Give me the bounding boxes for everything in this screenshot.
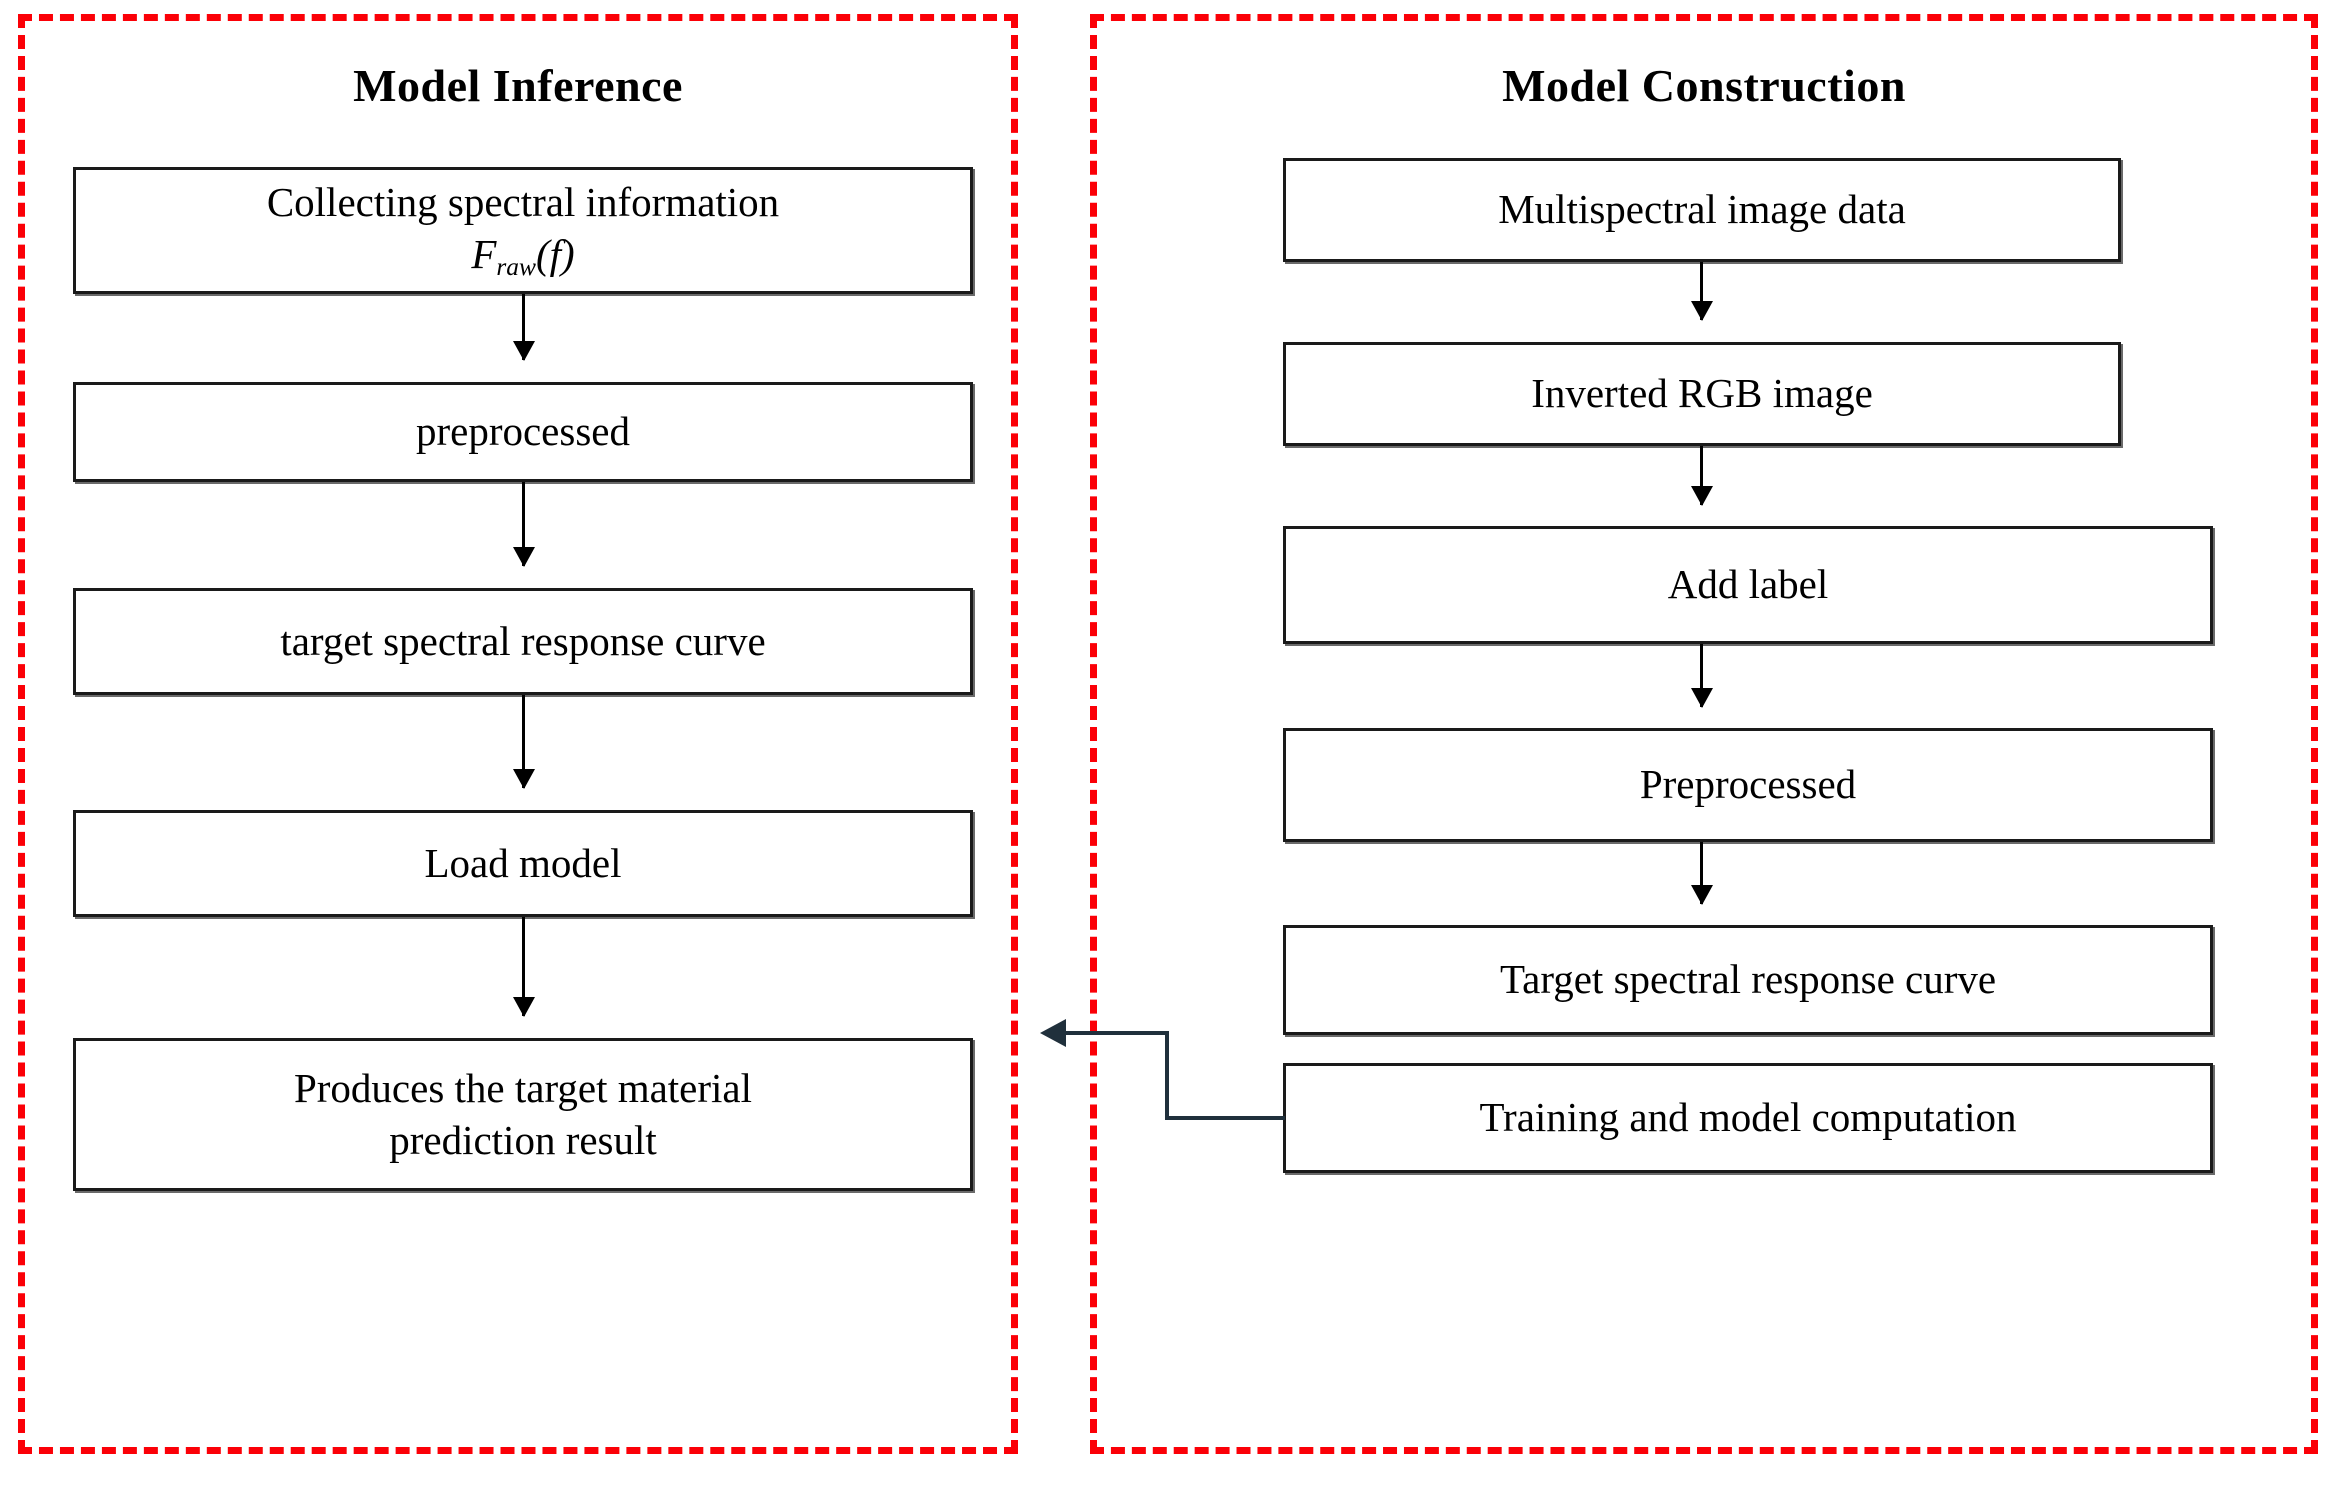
- node-target-spectral-response-curve[interactable]: target spectral response curve: [73, 588, 973, 695]
- node-training-and-model-computation[interactable]: Training and model computation: [1283, 1063, 2213, 1173]
- node-label: target spectral response curve: [280, 617, 766, 664]
- arrow-preprocessed-to-target-curve: [1700, 842, 1703, 904]
- node-multispectral-image-data[interactable]: Multispectral image data: [1283, 158, 2121, 262]
- node-preprocessed[interactable]: Preprocessed: [1283, 728, 2213, 842]
- feedback-arrowhead-icon: [1040, 1019, 1066, 1047]
- node-label-line2: prediction result: [389, 1116, 657, 1163]
- arrow-load-model-to-prediction: [522, 917, 525, 1016]
- panel-title-model-construction: Model Construction: [1502, 60, 1906, 111]
- node-label: Add label: [1667, 561, 1829, 608]
- node-load-model[interactable]: Load model: [73, 810, 973, 917]
- node-target-spectral-response-curve[interactable]: Target spectral response curve: [1283, 925, 2213, 1035]
- node-add-label[interactable]: Add label: [1283, 526, 2213, 644]
- node-label: Multispectral image data: [1498, 186, 1906, 233]
- arrow-target-curve-to-load-model: [522, 695, 525, 788]
- model-construction-panel: Model Construction: [1090, 14, 2318, 1454]
- node-label: Preprocessed: [1639, 761, 1857, 808]
- node-label-line1: Produces the target material: [293, 1065, 753, 1112]
- node-label: Training and model computation: [1479, 1094, 2017, 1141]
- panel-title-model-inference: Model Inference: [353, 60, 683, 111]
- arrow-inverted-rgb-to-add-label: [1700, 446, 1703, 505]
- node-formula-f-raw: Fraw(f): [471, 230, 575, 281]
- node-label: preprocessed: [415, 408, 630, 455]
- node-label-line1: Collecting spectral information: [266, 179, 780, 226]
- arrow-multispectral-to-inverted-rgb: [1700, 262, 1703, 320]
- node-label: Target spectral response curve: [1499, 956, 1997, 1003]
- node-label: Load model: [424, 839, 622, 886]
- node-inverted-rgb-image[interactable]: Inverted RGB image: [1283, 342, 2121, 446]
- node-label: Inverted RGB image: [1531, 370, 1873, 417]
- arrow-add-label-to-preprocessed: [1700, 644, 1703, 707]
- feedback-segment-horizontal-bottom: [1165, 1116, 1285, 1120]
- node-preprocessed[interactable]: preprocessed: [73, 382, 973, 482]
- model-inference-panel: Model Inference: [18, 14, 1018, 1454]
- feedback-segment-horizontal-top: [1062, 1031, 1169, 1035]
- arrow-collecting-to-preprocessed: [522, 294, 525, 360]
- arrow-preprocessed-to-target-curve: [522, 482, 525, 566]
- node-produces-prediction-result[interactable]: Produces the target material prediction …: [73, 1038, 973, 1191]
- feedback-segment-vertical: [1165, 1031, 1169, 1120]
- node-collecting-spectral-information[interactable]: Collecting spectral information Fraw(f): [73, 167, 973, 294]
